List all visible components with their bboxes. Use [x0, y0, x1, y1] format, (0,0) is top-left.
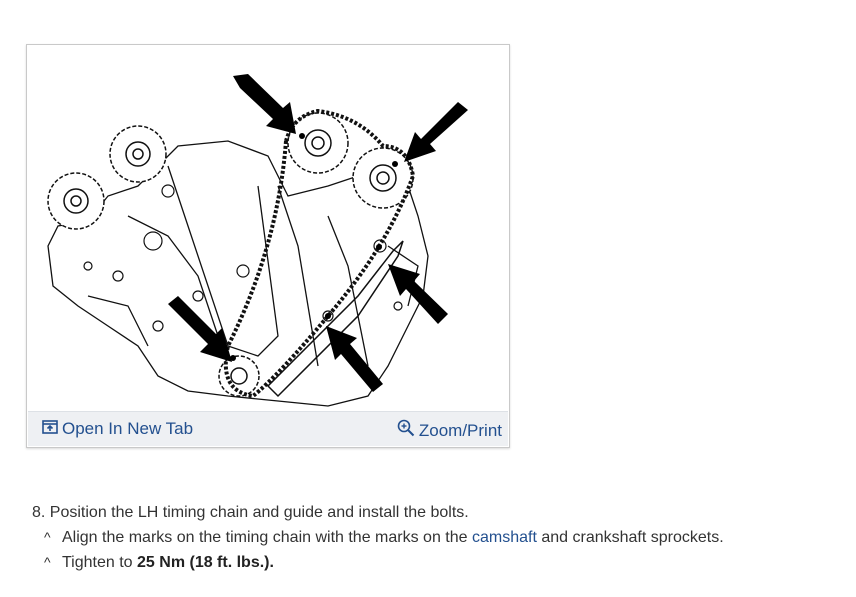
step-text: Position the LH timing chain and guide a… [49, 504, 469, 521]
step-8-substep-1: ^ Align the marks on the timing chain wit… [32, 525, 832, 550]
substep-caret: ^ [44, 529, 51, 545]
step-number: 8. [32, 504, 46, 521]
open-in-new-tab-label: Open In New Tab [62, 419, 194, 438]
figure-card: Open In New Tab Zoom/Print [26, 44, 510, 448]
open-new-tab-icon [42, 419, 58, 439]
camshaft-link[interactable]: camshaft [471, 529, 537, 546]
substep-1-text-before: Align the marks on the timing chain with… [62, 529, 468, 546]
open-in-new-tab-link[interactable]: Open In New Tab [42, 419, 193, 439]
zoom-print-link[interactable]: Zoom/Print [397, 419, 502, 442]
timing-chain-diagram [47, 74, 468, 407]
step-8: 8. Position the LH timing chain and guid… [32, 500, 832, 525]
substep-1-text-after: and crankshaft sprockets. [541, 529, 724, 546]
torque-spec: 25 Nm (18 ft. lbs.). [137, 554, 274, 571]
procedure-steps: 8. Position the LH timing chain and guid… [32, 500, 832, 575]
substep-caret: ^ [44, 554, 51, 570]
zoom-icon [397, 419, 415, 442]
figure-toolbar: Open In New Tab Zoom/Print [28, 411, 508, 446]
step-8-substep-2: ^ Tighten to 25 Nm (18 ft. lbs.). [32, 550, 832, 575]
substep-2-text-before: Tighten to [62, 554, 133, 571]
zoom-print-label: Zoom/Print [418, 420, 502, 440]
